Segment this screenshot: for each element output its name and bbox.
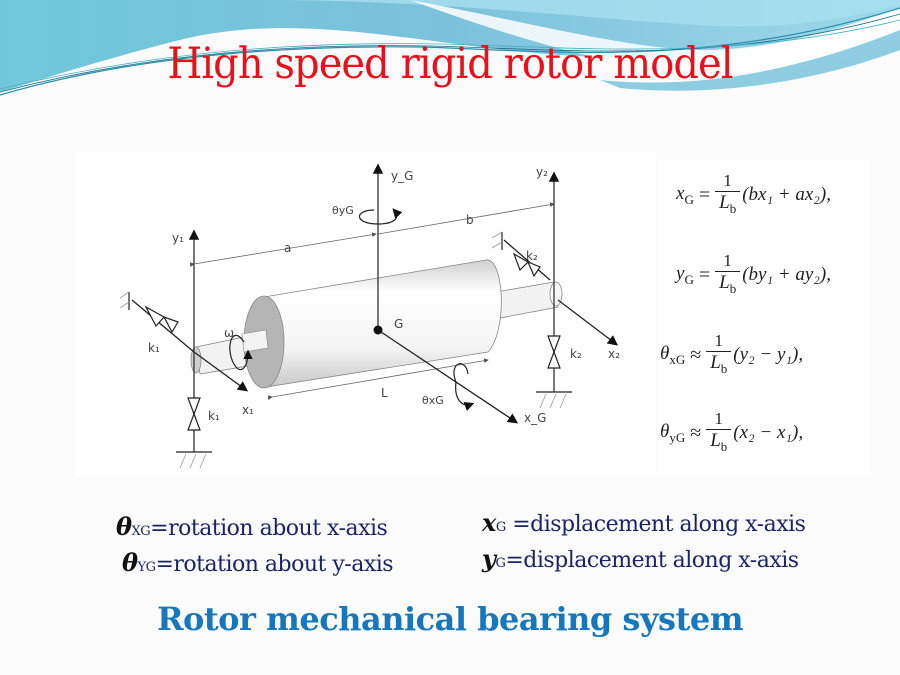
definition-theta-xG: θXG=rotation about x-axis <box>116 512 388 541</box>
label-b: b <box>466 213 474 227</box>
label-x2: x₂ <box>608 347 620 361</box>
label-y2: y₂ <box>536 165 548 179</box>
label-k2-vertical: k₂ <box>570 347 582 361</box>
label-xG: x_G <box>524 411 546 425</box>
spring-k1-horizontal <box>119 291 195 353</box>
rotor-diagram: a b L y₁ y_G y₂ x₁ x_G x₂ G θyG <box>76 152 656 477</box>
spring-k2-vertical <box>536 335 572 409</box>
label-k1-horizontal: k₁ <box>148 341 160 355</box>
center-of-mass-dot <box>373 325 383 335</box>
definition-theta-yG: θYG=rotation about y-axis <box>122 548 394 577</box>
label-k2-horizontal: k₂ <box>526 249 538 263</box>
label-omega: ω <box>224 326 234 340</box>
label-L: L <box>381 386 388 400</box>
slide-title: High speed rigid rotor model <box>167 39 733 89</box>
label-theta-yG: θyG <box>332 204 354 217</box>
spring-k1-vertical <box>176 397 212 469</box>
rotor-diagram-svg: a b L y₁ y_G y₂ x₁ x_G x₂ G θyG <box>119 163 620 469</box>
label-a: a <box>284 241 291 255</box>
label-yG: y_G <box>391 169 413 183</box>
definition-yG: yG=displacement along x-axis <box>482 544 799 573</box>
definition-xG: xG =displacement along x-axis <box>482 508 806 537</box>
spring-k2-horizontal <box>491 231 551 281</box>
label-x1: x₁ <box>242 403 254 417</box>
label-G: G <box>394 317 403 331</box>
label-y1: y₁ <box>172 231 184 245</box>
label-k1-vertical: k₁ <box>208 409 220 423</box>
label-theta-xG: θxG <box>422 394 444 407</box>
slide-subtitle: Rotor mechanical bearing system <box>156 600 744 638</box>
wave-background <box>0 0 900 96</box>
